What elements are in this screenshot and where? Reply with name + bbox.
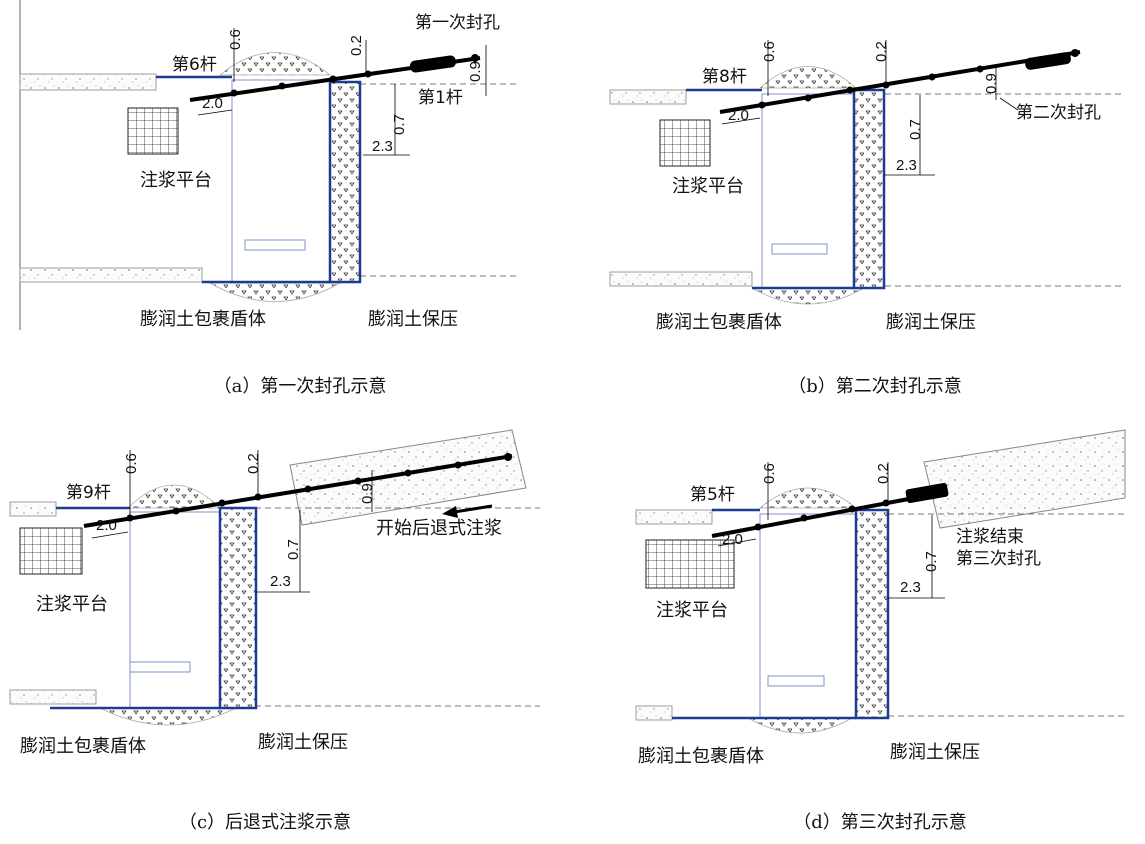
dim-0-9: 0.9: [983, 73, 1000, 94]
caption: （a）第一次封孔示意: [214, 376, 387, 397]
dim-2-0: 2.0: [96, 517, 117, 534]
tunnel-lining-bottom: [9, 689, 97, 705]
grouting-platform: [659, 119, 711, 167]
bentonite-dome-top: [758, 66, 858, 89]
dim-0-2: 0.2: [875, 463, 892, 484]
arrow-left-icon: [442, 506, 458, 518]
shield-body: [761, 93, 855, 289]
bentonite-dome-bottom: [750, 287, 866, 305]
tunnel-lining-bottom: [609, 271, 753, 287]
seal-packer: [1025, 52, 1071, 70]
tunnel-lining-top: [9, 501, 57, 517]
rod-label: 第5杆: [690, 485, 735, 505]
bentonite-pressure-wall: [218, 506, 258, 710]
tunnel-lining-bottom: [19, 267, 203, 283]
bentonite-wrap-label: 膨润土包裹盾体: [140, 309, 266, 330]
dim-0-7: 0.7: [923, 551, 940, 572]
bentonite-pressure-wall: [852, 88, 886, 290]
seal-label: 第三次封孔: [956, 549, 1041, 569]
rod-label: 第6杆: [172, 55, 217, 75]
tunnel-lining-bottom: [635, 705, 673, 721]
tunnel-lining-top: [19, 73, 157, 91]
platform-label: 注浆平台: [672, 176, 744, 197]
bentonite-pressure-label: 膨润土保压: [368, 309, 458, 330]
dim-2-3: 2.3: [896, 157, 917, 174]
seal-label: 第二次封孔: [1016, 103, 1101, 123]
platform-label: 注浆平台: [656, 600, 728, 621]
action-label: 开始后退式注浆: [376, 518, 502, 539]
dim-0-2: 0.2: [245, 453, 262, 474]
dim-0-7: 0.7: [285, 539, 302, 560]
caption: （b）第二次封孔示意: [788, 376, 962, 397]
seal-packer: [905, 482, 949, 504]
dim-2-0: 2.0: [728, 107, 749, 124]
shield-body: [129, 511, 221, 709]
caption: （d）第三次封孔示意: [793, 812, 967, 833]
bentonite-dome-bottom: [208, 282, 342, 302]
tunnel-lining-top: [635, 509, 713, 525]
panel-d: 第5杆 注浆结束 第三次封孔 注浆平台 膨润土包裹盾体 膨润土保压 0.6 0.…: [635, 429, 1126, 833]
dim-0-9: 0.9: [467, 61, 484, 82]
grouting-platform: [19, 527, 83, 575]
bentonite-pressure-wall: [328, 80, 362, 284]
bentonite-dome-top: [218, 52, 332, 76]
dim-0-7: 0.7: [391, 114, 408, 135]
grout-rod: [83, 454, 513, 528]
dim-0-6: 0.6: [761, 463, 778, 484]
rod-label: 第8杆: [702, 67, 747, 87]
dim-0-2: 0.2: [873, 41, 890, 62]
shield-body: [759, 513, 857, 719]
dim-0-6: 0.6: [227, 29, 244, 50]
bentonite-pressure-label: 膨润土保压: [886, 312, 976, 333]
dim-2-3: 2.3: [900, 579, 921, 596]
bentonite-pressure-wall: [854, 508, 890, 720]
shield-body: [231, 79, 331, 284]
tunnel-lining-top: [609, 89, 687, 105]
grouting-platform: [645, 539, 735, 589]
bentonite-pressure-label: 膨润土保压: [258, 732, 348, 753]
dim-2-3: 2.3: [372, 138, 393, 155]
caption: （c）后退式注浆示意: [179, 812, 351, 833]
grouting-platform: [127, 107, 179, 155]
panel-b: 第8杆 第二次封孔 注浆平台 膨润土包裹盾体 膨润土保压 0.6 0.2 0.9…: [609, 40, 1125, 397]
panel-c: 第9杆 开始后退式注浆 注浆平台 膨润土包裹盾体 膨润土保压 0.6 0.2 0…: [9, 429, 540, 833]
dim-2-0: 2.0: [722, 531, 743, 548]
end-label: 注浆结束: [956, 527, 1024, 547]
panel-a: 第6杆 第一次封孔 第1杆 注浆平台 膨润土包裹盾体 膨润土保压 0.6 0.2…: [19, 0, 520, 397]
dim-2-0: 2.0: [202, 95, 223, 112]
platform-label: 注浆平台: [140, 170, 212, 191]
rod-label-2: 第1杆: [418, 88, 463, 108]
dim-0-6: 0.6: [761, 41, 778, 62]
bentonite-wrap-label: 膨润土包裹盾体: [656, 312, 782, 333]
rod-label: 第9杆: [66, 483, 111, 503]
grout-rod: [719, 50, 1081, 114]
dim-0-9: 0.9: [359, 483, 376, 504]
bentonite-pressure-label: 膨润土保压: [890, 742, 980, 763]
dim-0-2: 0.2: [348, 35, 365, 56]
grout-soil-zone: [289, 429, 527, 526]
bentonite-wrap-label: 膨润土包裹盾体: [638, 746, 764, 767]
dim-0-6: 0.6: [123, 453, 140, 474]
bentonite-dome-bottom: [746, 717, 854, 734]
dim-2-3: 2.3: [270, 573, 291, 590]
bentonite-wrap-label: 膨润土包裹盾体: [20, 736, 146, 757]
bentonite-dome-bottom: [99, 707, 237, 726]
grout-soil-zone: [923, 429, 1126, 529]
dim-0-7: 0.7: [907, 119, 924, 140]
seal-label: 第一次封孔: [415, 13, 500, 33]
bentonite-dome-top: [758, 487, 858, 509]
seal-packer: [410, 55, 456, 73]
platform-label: 注浆平台: [36, 594, 108, 615]
